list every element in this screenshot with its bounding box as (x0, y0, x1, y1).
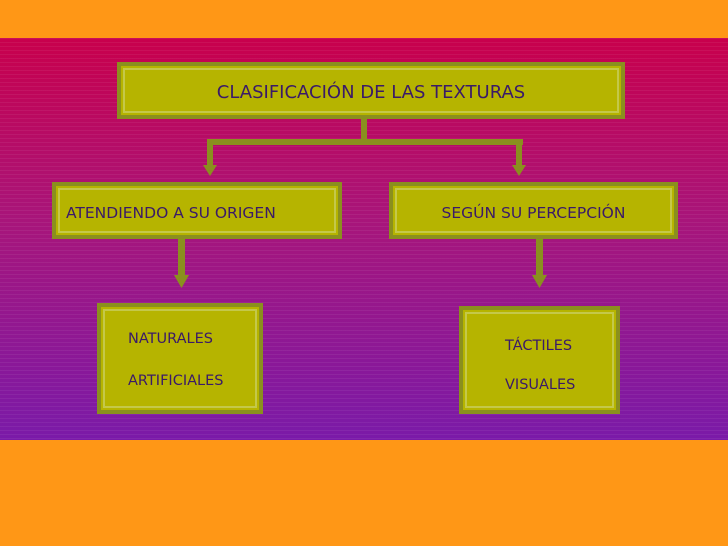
right-branch-arrowhead (532, 275, 547, 288)
root-stem (361, 119, 367, 143)
leaf-item-visuales: VISUALES (505, 377, 576, 393)
leaf-item-artificiales: ARTIFICIALES (128, 373, 224, 389)
right-drop-arrowhead (512, 165, 526, 176)
left-drop-line (207, 139, 213, 167)
branch-label-perception: SEGÚN SU PERCEPCIÓN (441, 204, 626, 222)
leaf-node-perception: TÁCTILES VISUALES (459, 306, 620, 414)
leaf-item-naturales: NATURALES (128, 331, 213, 347)
right-drop-line (516, 139, 522, 167)
left-branch-arrow-line (178, 239, 185, 277)
left-drop-arrowhead (203, 165, 217, 176)
branch-label-origin: ATENDIENDO A SU ORIGEN (66, 204, 276, 222)
branch-node-origin: ATENDIENDO A SU ORIGEN (52, 182, 342, 239)
leaf-node-origin: NATURALES ARTIFICIALES (97, 303, 263, 414)
branch-node-perception: SEGÚN SU PERCEPCIÓN (389, 182, 678, 239)
horizontal-connector (207, 139, 523, 145)
root-label: CLASIFICACIÓN DE LAS TEXTURAS (216, 82, 526, 103)
leaf-item-tactiles: TÁCTILES (505, 338, 573, 354)
root-node: CLASIFICACIÓN DE LAS TEXTURAS (117, 62, 625, 119)
left-branch-arrowhead (174, 275, 189, 288)
right-branch-arrow-line (536, 239, 543, 277)
